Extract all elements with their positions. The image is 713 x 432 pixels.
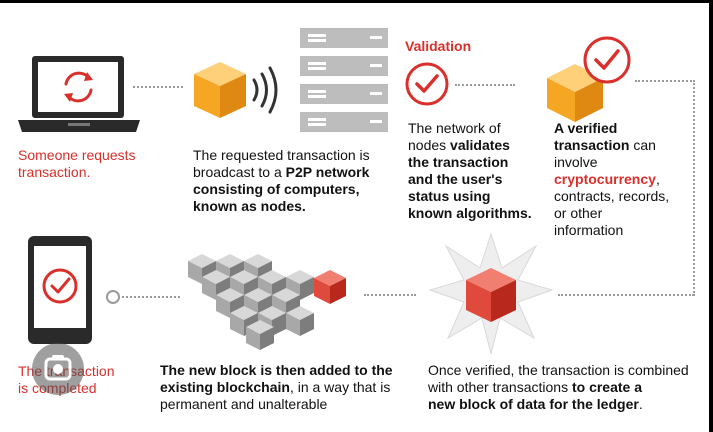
checked-orange-cube-icon: [547, 36, 631, 122]
starburst-red-cube-icon: [428, 232, 554, 355]
connector-dots: [635, 80, 695, 82]
step5-text: Once verified, the transaction is combin…: [428, 362, 689, 413]
connector-dots-vertical: [693, 80, 695, 296]
top-border: [0, 0, 713, 3]
connector-dots: [133, 86, 183, 88]
right-border: [709, 0, 713, 432]
validation-heading: Validation: [405, 38, 472, 54]
step3-text: The network of nodes validates the trans…: [408, 120, 532, 222]
step5-bold: to create a new block of data for the le…: [428, 379, 643, 412]
step4-mid: can involve: [554, 137, 656, 170]
step1-caption: Someone requests transaction.: [18, 147, 136, 180]
connector-dots: [558, 294, 694, 296]
connector-dots: [122, 296, 180, 298]
step6-bold: The new block is then added to the exist…: [160, 362, 393, 395]
step5-lead: Once verified, the transaction is combin…: [428, 362, 689, 395]
cube-cluster-icon: [188, 254, 346, 350]
step4-text: A verified transaction can involve crypt…: [554, 120, 669, 239]
step2-lead: The requested transaction is broadcast t…: [193, 147, 370, 180]
step4-red: cryptocurrency: [554, 171, 656, 187]
step2-bold: P2P network consisting of computers, kno…: [193, 164, 370, 214]
laptop-icon: [18, 56, 140, 132]
connector-dots: [364, 294, 416, 296]
step2-text: The requested transaction is broadcast t…: [193, 147, 370, 215]
step6-tail: , in a way that is permanent and unalter…: [160, 379, 391, 412]
checkmark-circle-icon: [405, 62, 449, 106]
phone-check-icon: [28, 236, 92, 344]
step4-bold: A verified transaction: [554, 120, 630, 153]
step5-tail: .: [638, 396, 643, 412]
step3-bold: validates the transaction and the user's…: [408, 137, 532, 221]
server-stack-icon: [300, 28, 388, 132]
image-search-overlay[interactable]: [32, 343, 84, 395]
connector-dots: [455, 84, 515, 86]
step6-text: The new block is then added to the exist…: [160, 362, 393, 413]
start-node-circle: [106, 290, 120, 304]
step3-lead: The network of nodes: [408, 120, 501, 153]
orange-cube-icon: [194, 62, 278, 118]
step4-tail: , contracts, records, or other informati…: [554, 171, 670, 238]
lens-search-icon: [44, 355, 72, 381]
